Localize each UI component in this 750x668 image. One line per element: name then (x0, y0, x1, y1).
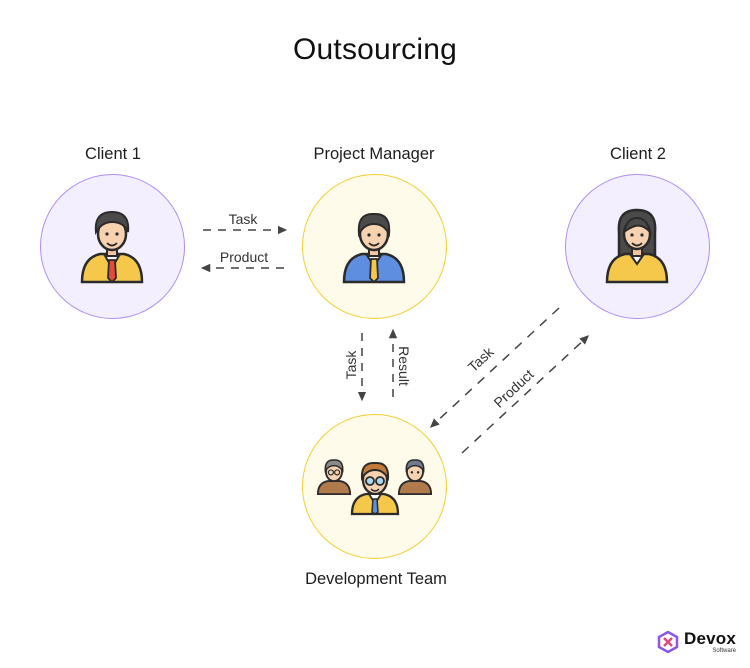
edge-client2-to-team: Task (429, 307, 560, 428)
project-manager-label: Project Manager (313, 145, 435, 163)
logo-subtitle: Software (712, 648, 736, 654)
diagram-title: Outsourcing (293, 33, 457, 66)
edge-pm-to-team: Task (343, 333, 367, 402)
edge-label-product-1: Product (220, 249, 268, 265)
edge-label-task-1: Task (229, 211, 259, 227)
edge-client1-to-pm: Task (203, 211, 288, 235)
client-2-label: Client 2 (610, 145, 666, 163)
edge-label-result: Result (396, 346, 412, 386)
developer-center-avatar-icon (350, 461, 400, 516)
development-team-label: Development Team (305, 570, 447, 588)
edge-team-to-pm: Result (388, 328, 412, 397)
devox-logo: Devox Software (656, 630, 736, 654)
devox-logo-icon (657, 630, 679, 654)
edge-label-task-pm: Task (343, 350, 359, 380)
client-2-avatar-icon (605, 208, 669, 284)
developer-right-avatar-icon (397, 459, 433, 496)
client-1-avatar-icon (80, 210, 144, 284)
client-1-label: Client 1 (85, 145, 141, 163)
logo-name: Devox (683, 629, 736, 648)
project-manager-avatar-icon (342, 212, 406, 284)
developer-left-avatar-icon (316, 459, 352, 496)
edge-pm-to-client1: Product (200, 249, 284, 273)
edge-label-product-2: Product (490, 366, 536, 411)
